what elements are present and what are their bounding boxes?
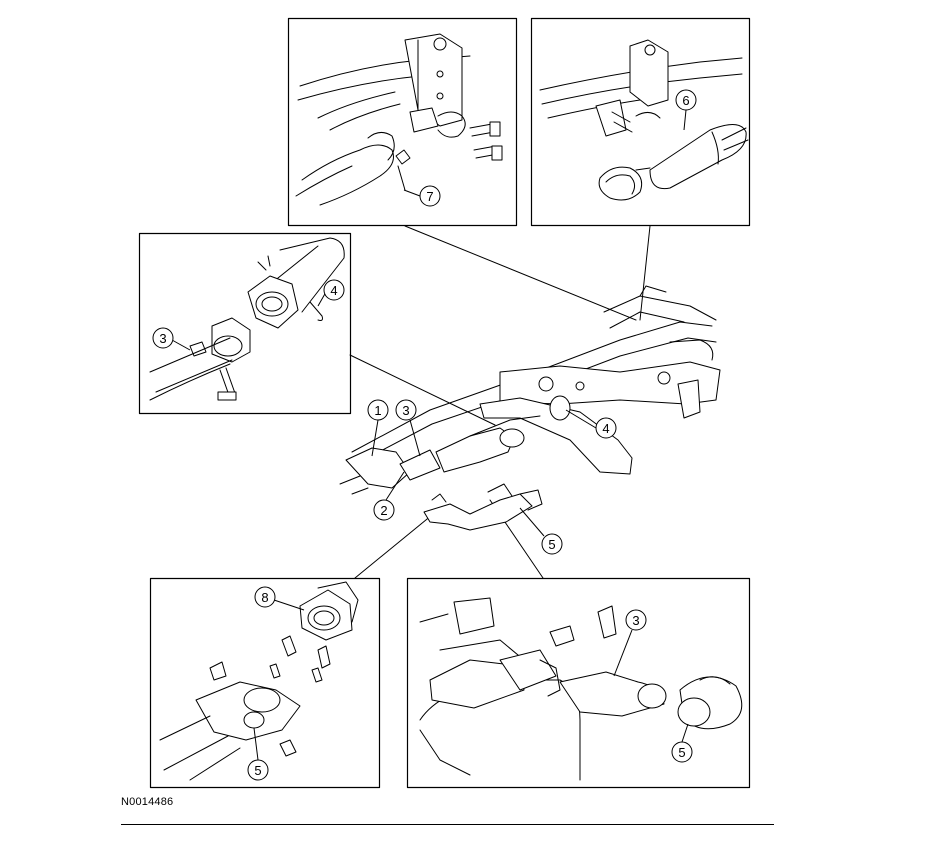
figure-id-label: N0014486 [121,796,174,808]
callout-main-3: 3 [395,399,421,457]
svg-text:5: 5 [678,745,685,760]
svg-text:1: 1 [374,403,381,418]
svg-text:6: 6 [682,93,689,108]
svg-text:3: 3 [402,403,409,418]
callout-detail-3: 3 [152,327,191,351]
main-frame-assembly [339,285,721,531]
callout-main-2: 2 [373,471,405,521]
callout-main-1: 1 [367,399,389,457]
svg-text:5: 5 [254,763,261,778]
callout-detail-5-right: 5 [671,723,693,763]
svg-text:2: 2 [380,503,387,518]
callout-detail-4: 4 [317,279,345,307]
detail-panel-mid-left [138,232,352,415]
detail-mid-left-art [149,237,345,401]
detail-bottom-left-art [159,581,359,781]
detail-bottom-right-art [419,597,743,781]
svg-text:3: 3 [159,331,166,346]
callout-detail-6: 6 [675,89,697,131]
bottom-rule [121,824,774,825]
svg-text:4: 4 [602,421,609,436]
detail-panel-top-left [287,17,518,227]
svg-text:7: 7 [426,189,433,204]
detail-panel-top-right [530,17,751,227]
callout-main-5: 5 [519,507,563,555]
svg-text:8: 8 [261,590,268,605]
svg-text:5: 5 [548,537,555,552]
callout-detail-8: 8 [254,586,305,611]
detail-top-right-art [539,39,749,201]
callout-detail-5-left: 5 [247,727,269,781]
callout-main-4: 4 [565,409,617,439]
svg-text:3: 3 [632,613,639,628]
detail-panel-bottom-right [406,577,751,789]
detail-top-left-art [295,33,503,206]
callout-detail-3-right: 3 [613,609,647,677]
callout-detail-7: 7 [403,185,441,207]
detail-panel-bottom-left [149,577,381,789]
svg-text:4: 4 [330,283,337,298]
